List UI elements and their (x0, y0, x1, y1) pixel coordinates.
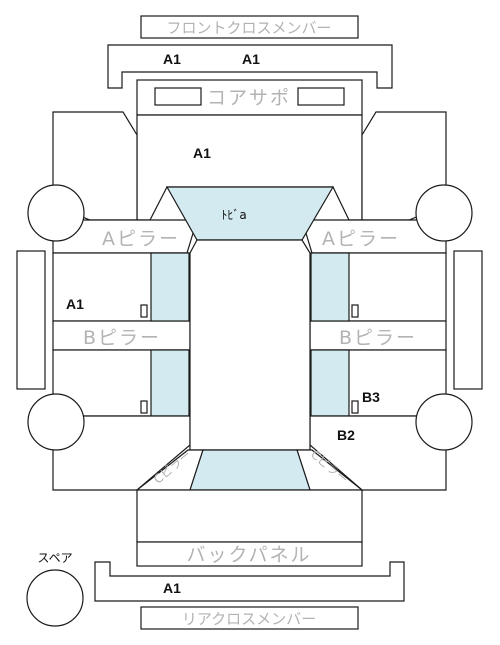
trunk-lid[interactable] (136, 489, 363, 543)
window-front-left[interactable] (150, 252, 190, 322)
a-pillar-left-label: Aピラー (102, 228, 180, 250)
door-handle-rear-left[interactable] (140, 400, 148, 414)
front-tire-left[interactable] (27, 184, 85, 242)
back-panel-label: バックパネル (186, 544, 311, 566)
window-front-right[interactable] (310, 252, 350, 322)
back-panel[interactable] (136, 541, 363, 567)
door-handle-front-right[interactable] (351, 304, 359, 318)
window-rear-right[interactable] (310, 349, 350, 417)
rear-cross-member-box[interactable] (140, 606, 359, 630)
core-support-label: コアサポ (207, 87, 291, 109)
rear-cross-member[interactable] (94, 561, 405, 602)
rear-tire-left[interactable] (27, 393, 85, 451)
roof-label: ﾄﾋﾞa (221, 208, 246, 222)
front-cross-member[interactable] (107, 44, 393, 89)
front-cross-member-box[interactable] (140, 15, 359, 39)
damage-mark-front-cross-right: A1 (242, 51, 260, 67)
damage-mark-right-rear-b2: B2 (337, 427, 355, 443)
rocker-right[interactable] (453, 250, 483, 390)
spare-tire[interactable] (26, 569, 84, 627)
rear-quarter-left[interactable] (52, 415, 191, 491)
b-pillar-right-label: Bピラー (339, 327, 417, 349)
headlight-left[interactable] (154, 87, 202, 106)
rear-tire-right[interactable] (415, 393, 473, 451)
damage-mark-right-rear-b3: B3 (362, 389, 380, 405)
headlight-right[interactable] (297, 87, 345, 106)
roof[interactable] (189, 239, 311, 451)
window-rear-left[interactable] (150, 349, 190, 417)
b-pillar-left-label: Bピラー (83, 327, 161, 349)
b-pillar-left[interactable] (52, 320, 191, 351)
damage-mark-front-cross-left: A1 (163, 51, 181, 67)
door-handle-front-left[interactable] (140, 304, 148, 318)
spare-tire-label: スペア (37, 551, 72, 565)
rear-cross-member-label: リアクロスメンバー (182, 610, 316, 628)
damage-mark-hood: A1 (193, 145, 211, 161)
rocker-left[interactable] (16, 250, 46, 390)
damage-mark-left-side: A1 (66, 296, 84, 312)
damage-mark-rear-cross: A1 (163, 580, 181, 596)
rear-window[interactable] (189, 449, 311, 491)
front-cross-member-label: フロントクロスメンバー (166, 19, 331, 37)
front-tire-right[interactable] (415, 184, 473, 242)
door-handle-rear-right[interactable] (351, 400, 359, 414)
a-pillar-right-label: Aピラー (322, 228, 400, 250)
